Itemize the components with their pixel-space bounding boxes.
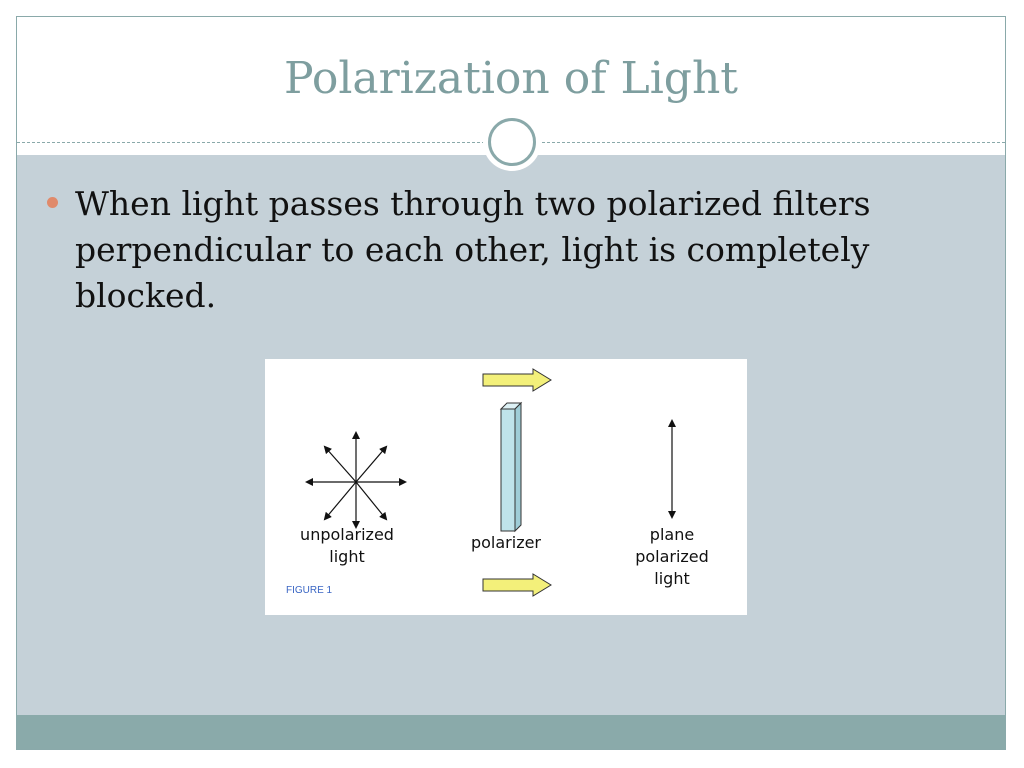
plane-polarized-label: plane polarized light xyxy=(635,525,709,588)
bottom-arrow-icon xyxy=(482,573,552,597)
top-arrow-icon xyxy=(482,368,552,392)
bullet-item: When light passes through two polarized … xyxy=(47,181,907,319)
figure-drawing xyxy=(305,368,676,597)
bullet-dot-icon xyxy=(47,197,58,208)
footer-bar xyxy=(17,715,1005,749)
unpolarized-arrows-icon xyxy=(305,431,407,529)
polarization-figure: unpolarized light polarizer plane polari… xyxy=(265,359,747,615)
polarizer-label: polarizer xyxy=(470,533,542,552)
unpolarized-label: unpolarized light xyxy=(300,525,394,566)
polarizer-slab-icon xyxy=(499,401,523,533)
divider-circle-icon xyxy=(488,118,536,166)
bullet-text: When light passes through two polarized … xyxy=(75,184,871,315)
figure-caption: FIGURE 1 xyxy=(286,585,333,596)
slide: Polarization of Light When light passes … xyxy=(16,16,1006,750)
slide-title: Polarization of Light xyxy=(284,53,738,104)
